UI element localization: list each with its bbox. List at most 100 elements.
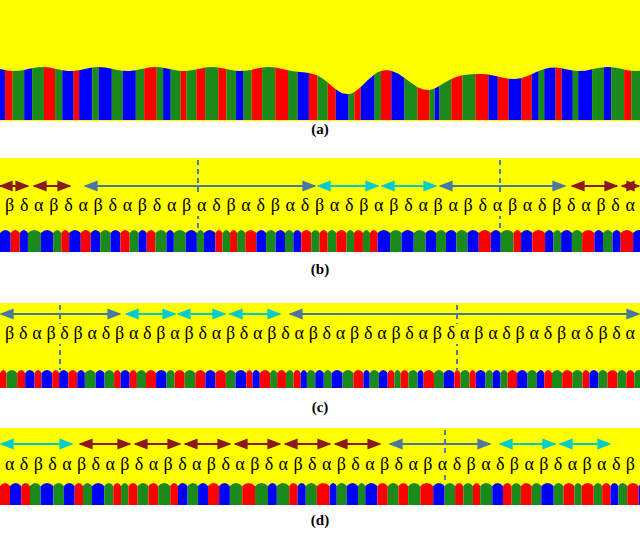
lamella bbox=[537, 370, 544, 388]
lamella bbox=[92, 67, 98, 120]
lamella bbox=[556, 68, 562, 120]
lamella bbox=[260, 370, 270, 388]
lamella bbox=[246, 370, 252, 388]
double-arrow bbox=[126, 313, 175, 315]
lamella bbox=[277, 370, 286, 388]
lamella bbox=[328, 230, 337, 252]
double-arrow bbox=[80, 443, 130, 445]
lamella bbox=[288, 70, 298, 120]
lamella bbox=[627, 483, 639, 505]
lamella bbox=[147, 230, 156, 252]
lamella bbox=[242, 483, 255, 505]
lamella bbox=[130, 370, 137, 388]
lamella bbox=[328, 83, 336, 120]
lamella bbox=[426, 230, 436, 252]
lamella bbox=[25, 370, 34, 388]
lamella bbox=[486, 370, 493, 388]
phase-sequence: α δ β δ α β δ α β δ α β δ α β δ α β δ α … bbox=[5, 455, 635, 475]
lamella bbox=[110, 230, 120, 252]
lamella bbox=[390, 230, 402, 252]
lamella bbox=[244, 70, 252, 120]
lamella bbox=[136, 68, 144, 120]
lamella bbox=[405, 78, 418, 120]
lamella bbox=[414, 230, 426, 252]
lamella bbox=[64, 483, 75, 505]
lamella bbox=[582, 483, 594, 505]
lamella bbox=[336, 89, 349, 120]
lamella bbox=[353, 370, 363, 388]
lamella bbox=[603, 230, 613, 252]
lamella bbox=[572, 370, 582, 388]
lamella bbox=[418, 370, 424, 388]
double-arrow bbox=[1, 443, 72, 445]
lamella bbox=[53, 483, 64, 505]
lamella bbox=[218, 67, 226, 120]
lamella bbox=[219, 483, 230, 505]
lamella bbox=[5, 70, 13, 120]
lamella bbox=[435, 86, 440, 120]
lamella bbox=[99, 67, 112, 120]
lamella bbox=[320, 230, 328, 252]
lamella bbox=[270, 370, 277, 388]
lamella bbox=[275, 68, 288, 120]
lamella bbox=[631, 71, 640, 120]
lamella bbox=[196, 68, 205, 120]
period-arrows bbox=[0, 186, 639, 444]
lamella bbox=[512, 483, 521, 505]
lamella bbox=[544, 370, 552, 388]
lamella bbox=[418, 87, 430, 120]
lamellae bbox=[0, 230, 640, 252]
lamella bbox=[266, 230, 276, 252]
lamella bbox=[215, 370, 226, 388]
lamella bbox=[175, 370, 185, 388]
lamella bbox=[527, 370, 537, 388]
lamella bbox=[30, 483, 41, 505]
lamella bbox=[226, 370, 236, 388]
lamella bbox=[521, 483, 532, 505]
double-arrow bbox=[500, 443, 555, 445]
lamella bbox=[256, 230, 266, 252]
lamella bbox=[610, 483, 618, 505]
lamella bbox=[268, 483, 277, 505]
lamella bbox=[235, 370, 246, 388]
lamella bbox=[475, 74, 488, 120]
lamella bbox=[467, 230, 478, 252]
lamella bbox=[79, 68, 92, 120]
lamella bbox=[488, 75, 497, 120]
lamella bbox=[479, 230, 491, 252]
panel-label: (a) bbox=[311, 121, 329, 138]
lamella bbox=[434, 370, 444, 388]
lamella bbox=[301, 370, 307, 388]
lamella bbox=[236, 71, 244, 120]
lamella bbox=[13, 70, 25, 120]
lamella bbox=[343, 370, 354, 388]
lamella bbox=[521, 230, 532, 252]
lamella bbox=[100, 230, 110, 252]
lamella bbox=[379, 370, 388, 388]
lamella bbox=[144, 67, 157, 120]
lamella bbox=[460, 370, 469, 388]
lamella bbox=[317, 76, 327, 120]
lamella bbox=[563, 483, 574, 505]
lamella bbox=[604, 67, 611, 120]
lamella bbox=[52, 370, 59, 388]
lamella bbox=[532, 483, 542, 505]
phase-sequence: β δ α β δ β α δ β α δ β α β δ α β δ α β … bbox=[5, 324, 635, 344]
lamella bbox=[539, 69, 544, 120]
lamella bbox=[223, 230, 230, 252]
lamella bbox=[476, 370, 486, 388]
lamella bbox=[32, 67, 44, 120]
lamella bbox=[113, 483, 121, 505]
lamella bbox=[311, 230, 319, 252]
lamella bbox=[163, 68, 171, 120]
lamella bbox=[237, 230, 245, 252]
lamella bbox=[230, 483, 242, 505]
lamella bbox=[293, 230, 301, 252]
lamella bbox=[81, 230, 91, 252]
liquid-region bbox=[0, 428, 640, 485]
lamella bbox=[332, 370, 343, 388]
double-arrow bbox=[335, 443, 380, 445]
lamella bbox=[75, 483, 83, 505]
lamella bbox=[451, 75, 462, 120]
